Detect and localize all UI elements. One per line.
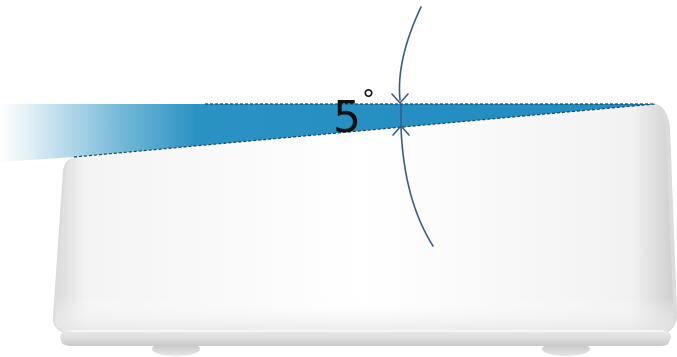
angle-label: 5 ° (333, 85, 375, 143)
angle-unit-text: ° (362, 85, 375, 115)
angle-arc-indicator (391, 6, 434, 247)
angle-value-text: 5 (333, 92, 361, 143)
tilt-wedge (0, 104, 655, 162)
device-body (52, 104, 677, 332)
tilted-reference-line (73, 103, 656, 158)
device-base (60, 331, 672, 346)
